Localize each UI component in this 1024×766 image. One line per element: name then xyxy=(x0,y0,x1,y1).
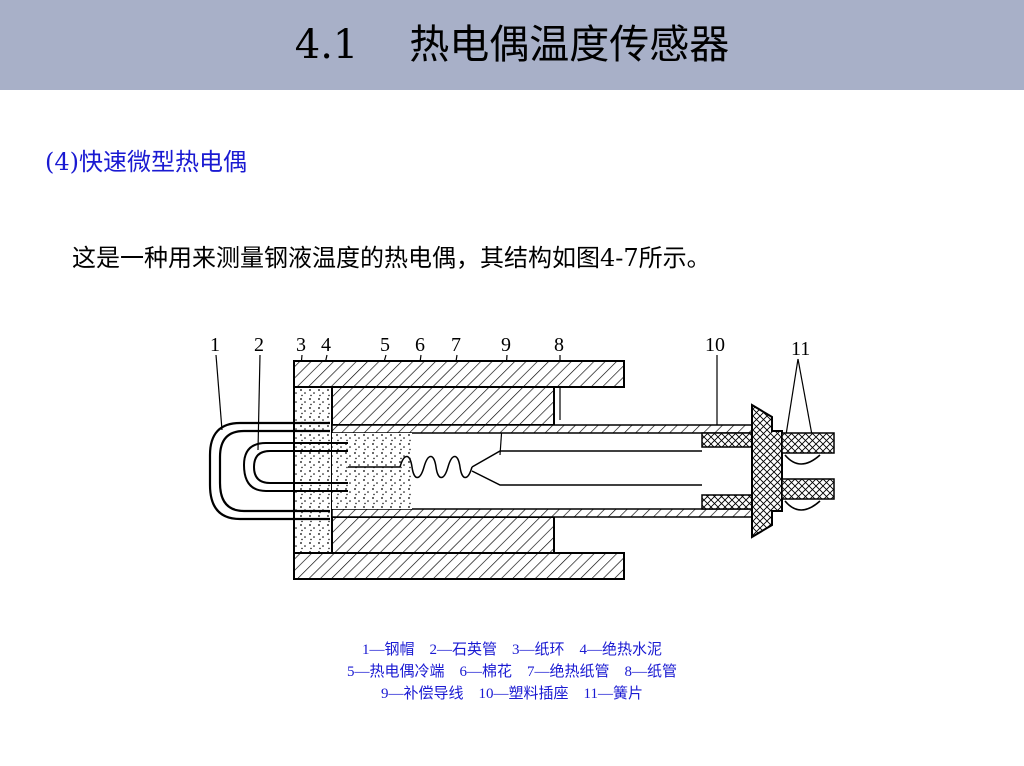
part-number-label: 9 xyxy=(501,334,511,356)
caption-line-1: 1—钢帽 2—石英管 3—纸环 4—绝热水泥 xyxy=(361,642,662,658)
part-number-label: 6 xyxy=(415,334,425,356)
part-number-label: 3 xyxy=(296,334,306,356)
caption-line-2: 5—热电偶冷端 6—棉花 7—绝热纸管 8—纸管 xyxy=(346,664,677,680)
part-number-label: 1 xyxy=(210,334,220,356)
part-number-label: 5 xyxy=(380,334,390,356)
part-number-label: 8 xyxy=(554,334,564,356)
part-number-label: 7 xyxy=(451,334,461,356)
caption-line-3: 9—补偿导线 10—塑料插座 11—簧片 xyxy=(381,686,643,702)
part-number-label: 4 xyxy=(321,334,331,356)
header-bar xyxy=(0,0,1024,90)
thermocouple-diagram: 1 2 3 4 5 6 7 9 8 10 11 xyxy=(208,334,835,580)
part-number-label: 11 xyxy=(791,338,810,360)
part-number-label: 10 xyxy=(705,334,725,356)
section-heading: (4)快速微型热电偶 xyxy=(45,148,247,176)
part-number-label: 2 xyxy=(254,334,264,356)
slide-title: 4.1 热电偶温度传感器 xyxy=(294,22,730,68)
body-text: 这是一种用来测量钢液温度的热电偶，其结构如图4-7所示。 xyxy=(72,244,711,272)
